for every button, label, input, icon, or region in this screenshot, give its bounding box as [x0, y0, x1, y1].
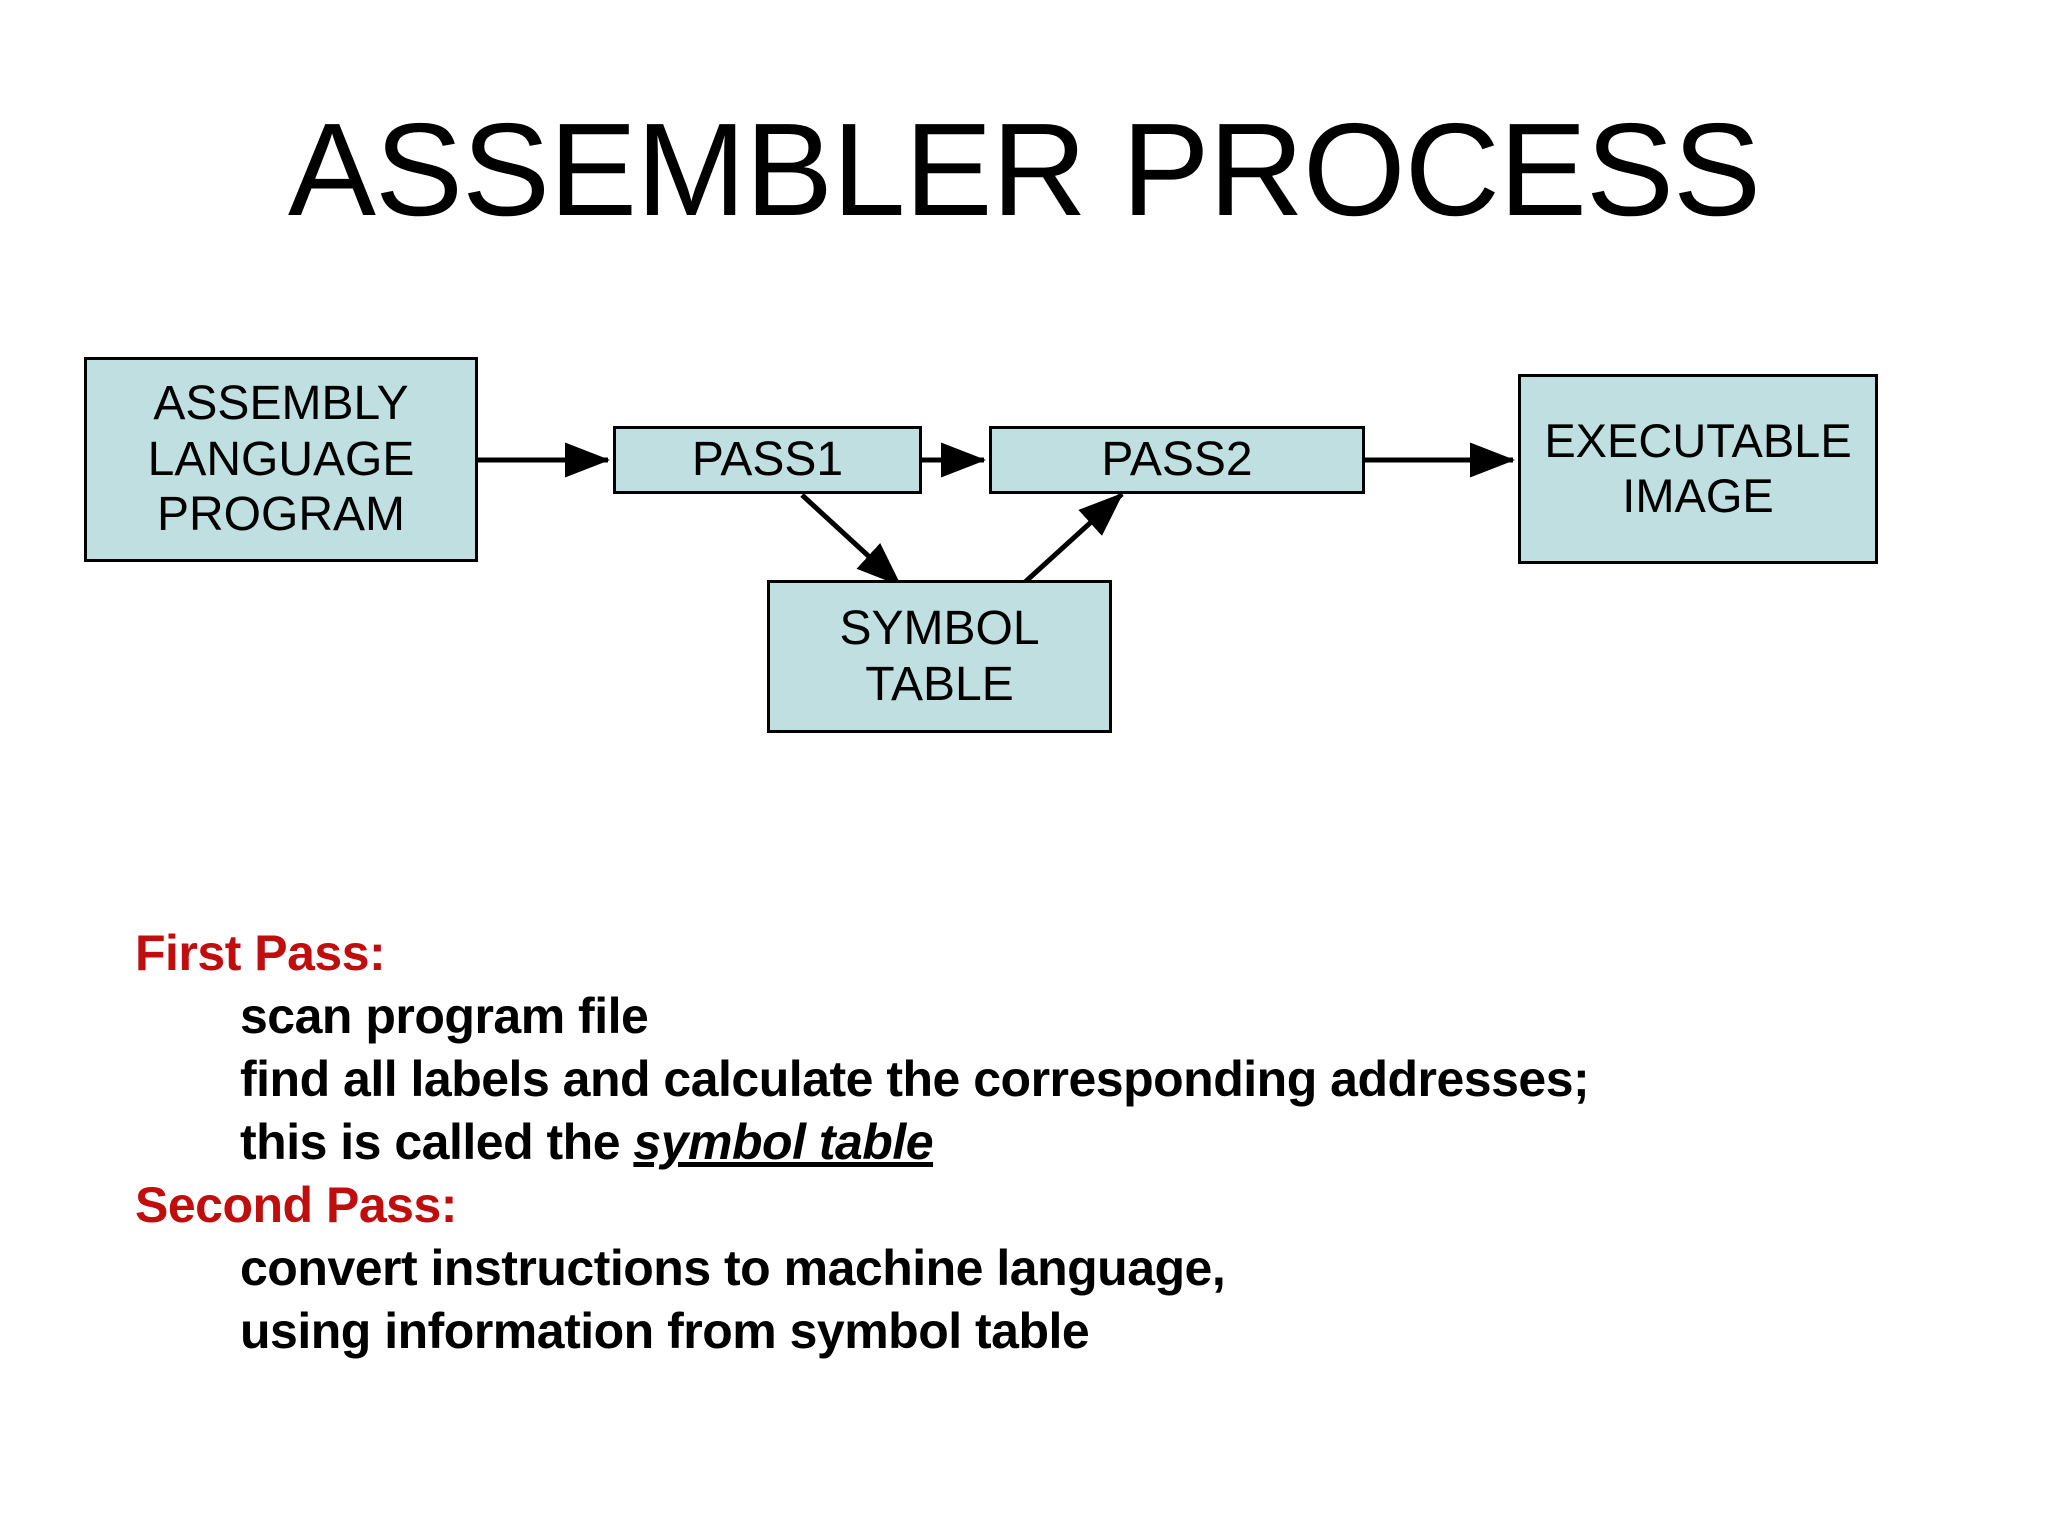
first-pass-line-3-text: this is called the	[240, 1114, 634, 1170]
first-pass-line-2: find all labels and calculate the corres…	[240, 1051, 1590, 1107]
second-pass-line-2: using information from symbol table	[240, 1303, 1090, 1359]
first-pass-line-1: scan program file	[240, 988, 649, 1044]
diagram-node-symbol-table[interactable]: SYMBOL TABLE	[767, 580, 1112, 733]
edge-pass1-to-symbol-table	[800, 493, 902, 587]
diagram-node-pass1[interactable]: PASS1	[613, 426, 922, 494]
diagram-node-pass2[interactable]: PASS2	[989, 426, 1365, 494]
first-pass-line-3: this is called the symbol table	[240, 1111, 1935, 1174]
page-title: ASSEMBLER PROCESS	[287, 96, 1761, 243]
assembler-process-diagram: ASSEMBLY LANGUAGE PROGRAM PASS1 PASS2 EX…	[84, 357, 1878, 733]
body-text-block: First Pass: scan program file find all l…	[135, 922, 1935, 1363]
first-pass-heading: First Pass:	[135, 925, 386, 981]
second-pass-heading: Second Pass:	[135, 1177, 457, 1233]
second-pass-line-1: convert instructions to machine language…	[240, 1240, 1226, 1296]
edge-symbol-table-to-pass2	[1022, 492, 1124, 585]
symbol-table-emphasis: symbol table	[633, 1114, 934, 1170]
diagram-node-assembly-language-program[interactable]: ASSEMBLY LANGUAGE PROGRAM	[84, 357, 478, 562]
diagram-node-executable-image[interactable]: EXECUTABLE IMAGE	[1518, 374, 1878, 564]
